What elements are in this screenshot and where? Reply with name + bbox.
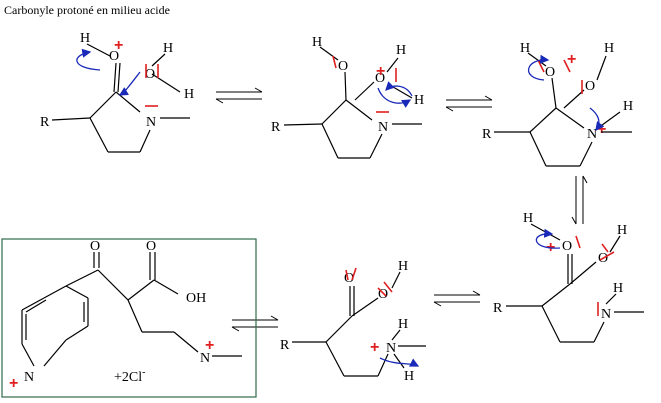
atom-h: H xyxy=(523,211,533,226)
equilibrium-arrow-1 xyxy=(215,87,263,104)
atom-o: O xyxy=(562,239,572,254)
atom-h: H xyxy=(398,317,408,332)
equilibrium-arrow-vertical xyxy=(571,175,588,225)
counterion: +2Cl- xyxy=(114,367,145,385)
atom-h: H xyxy=(623,99,633,114)
atom-n: N xyxy=(200,351,210,366)
group-r: R xyxy=(40,115,50,130)
atom-n: N xyxy=(601,307,611,322)
atom-o: O xyxy=(375,71,385,86)
atom-n: N xyxy=(24,370,34,385)
structure-1-protonated-carbonyl: H O + H O H N R xyxy=(40,31,194,153)
atom-n: N xyxy=(587,127,597,142)
atom-h: H xyxy=(414,93,424,108)
atom-o: O xyxy=(109,49,119,64)
atom-o: O xyxy=(585,79,595,94)
structure-5-keto-acid: O H O H N + H R xyxy=(280,259,426,384)
atom-o: O xyxy=(90,239,100,254)
charge-plus: + xyxy=(376,63,385,80)
charge-plus: + xyxy=(370,339,379,356)
structure-4-ring-opened: H + O H O H N R xyxy=(493,211,644,343)
product-frame xyxy=(1,238,257,398)
charge-plus: + xyxy=(567,51,576,68)
equilibrium-arrow-2 xyxy=(445,95,493,112)
group-r: R xyxy=(271,120,281,135)
group-oh: OH xyxy=(186,291,206,306)
structure-3-protonated-amine: H O + H O H N + R xyxy=(482,41,633,167)
final-product-box: N + O O OH N + +2Cl- xyxy=(1,238,257,398)
charge-plus: + xyxy=(114,37,123,54)
atom-o: O xyxy=(545,65,555,80)
structure-2-hemiaminal: H O H O + H N R xyxy=(271,35,424,159)
atom-n: N xyxy=(146,115,156,130)
atom-o: O xyxy=(378,287,388,302)
atom-n: N xyxy=(378,120,388,135)
atom-h: H xyxy=(617,223,627,238)
atom-h: H xyxy=(163,41,173,56)
atom-o: O xyxy=(338,59,348,74)
charge-plus: + xyxy=(205,337,214,354)
diagram-title: Carbonyle protoné en milieu acide xyxy=(4,3,170,17)
group-r: R xyxy=(493,301,503,316)
atom-h: H xyxy=(396,43,406,58)
group-r: R xyxy=(482,127,492,142)
atom-o: O xyxy=(344,271,354,286)
atom-h: H xyxy=(404,369,414,384)
atom-h: H xyxy=(613,281,623,296)
atom-h: H xyxy=(604,41,614,56)
atom-h: H xyxy=(80,31,90,46)
charge-plus: + xyxy=(9,375,18,392)
equilibrium-arrow-3 xyxy=(433,290,481,307)
atom-h: H xyxy=(312,35,322,50)
equilibrium-arrow-4 xyxy=(231,315,279,332)
atom-h: H xyxy=(398,259,408,274)
atom-h: H xyxy=(184,87,194,102)
atom-o: O xyxy=(145,67,155,82)
group-r: R xyxy=(280,338,290,353)
atom-o: O xyxy=(146,239,156,254)
atom-n: N xyxy=(386,341,396,356)
atom-h: H xyxy=(520,41,530,56)
